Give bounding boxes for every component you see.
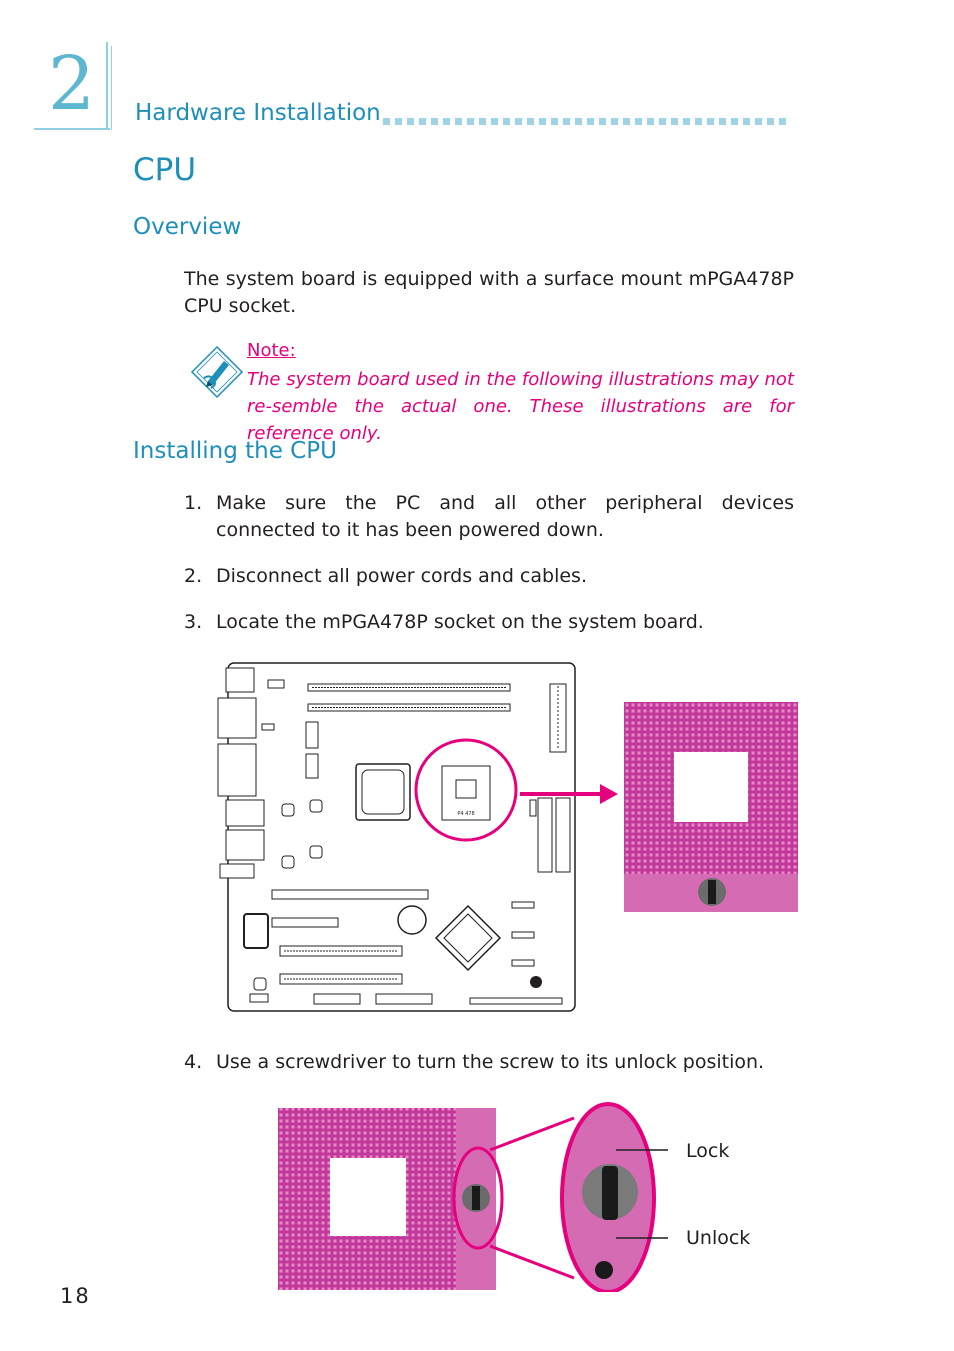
note-pencil-icon bbox=[190, 345, 244, 399]
rule-dot bbox=[683, 118, 690, 125]
rule-dot bbox=[755, 118, 762, 125]
motherboard-diagram: P4 478 bbox=[217, 662, 576, 1012]
lock-label: Lock bbox=[686, 1140, 730, 1162]
heading-overview: Overview bbox=[133, 214, 242, 240]
step-text: Disconnect all power cords and cables. bbox=[216, 565, 587, 587]
rule-dot bbox=[671, 118, 678, 125]
step-number: 4. bbox=[184, 1051, 203, 1073]
rule-dot bbox=[731, 118, 738, 125]
rule-dot bbox=[395, 118, 402, 125]
rule-dot bbox=[491, 118, 498, 125]
rule-dot bbox=[527, 118, 534, 125]
chapter-rule-horizontal bbox=[34, 128, 110, 130]
pointer-arrow bbox=[520, 784, 618, 804]
rule-dot bbox=[647, 118, 654, 125]
page-number: 18 bbox=[60, 1284, 91, 1308]
list-item: 1. Make sure the PC and all other periph… bbox=[184, 490, 794, 546]
rule-dot bbox=[503, 118, 510, 125]
step-text: Use a screwdriver to turn the screw to i… bbox=[216, 1051, 765, 1073]
section-title: Hardware Installation bbox=[135, 100, 381, 126]
rule-dot bbox=[407, 118, 414, 125]
rule-dot bbox=[635, 118, 642, 125]
step-number: 3. bbox=[184, 611, 203, 633]
step-text: Locate the mPGA478P socket on the system… bbox=[216, 611, 704, 633]
rule-dot bbox=[431, 118, 438, 125]
note-text: The system board used in the following i… bbox=[247, 369, 794, 444]
rule-dot bbox=[743, 118, 750, 125]
rule-dot bbox=[467, 118, 474, 125]
rule-dot bbox=[719, 118, 726, 125]
rule-dot bbox=[575, 118, 582, 125]
list-item: 3. Locate the mPGA478P socket on the sys… bbox=[184, 609, 794, 637]
chapter-rule-vertical bbox=[106, 42, 108, 130]
rule-dot bbox=[551, 118, 558, 125]
rule-dot bbox=[443, 118, 450, 125]
rule-dot bbox=[695, 118, 702, 125]
rule-dot bbox=[515, 118, 522, 125]
overview-paragraph: The system board is equipped with a surf… bbox=[184, 268, 794, 317]
unlock-label: Unlock bbox=[686, 1227, 751, 1249]
rule-dot bbox=[539, 118, 546, 125]
screw-lock-figure bbox=[278, 1102, 668, 1292]
heading-installing-cpu: Installing the CPU bbox=[133, 438, 337, 464]
rule-dot bbox=[419, 118, 426, 125]
header-dotted-rule bbox=[383, 118, 795, 126]
rule-dot bbox=[479, 118, 486, 125]
rule-dot bbox=[611, 118, 618, 125]
socket-marking: P4 478 bbox=[457, 811, 474, 817]
chapter-number: 2 bbox=[48, 41, 96, 127]
list-item: 4. Use a screwdriver to turn the screw t… bbox=[184, 1049, 794, 1077]
step-number: 2. bbox=[184, 565, 203, 587]
rule-dot bbox=[455, 118, 462, 125]
rule-dot bbox=[587, 118, 594, 125]
rule-dot bbox=[563, 118, 570, 125]
rule-dot bbox=[599, 118, 606, 125]
note-label: Note: bbox=[247, 340, 296, 361]
cpu-socket-photo bbox=[624, 702, 798, 912]
rule-dot bbox=[623, 118, 630, 125]
rule-dot bbox=[659, 118, 666, 125]
list-item: 2. Disconnect all power cords and cables… bbox=[184, 563, 794, 591]
rule-dot bbox=[767, 118, 774, 125]
step-text: Make sure the PC and all other periphera… bbox=[216, 492, 794, 541]
rule-dot bbox=[707, 118, 714, 125]
rule-dot bbox=[383, 118, 390, 125]
step-number: 1. bbox=[184, 492, 203, 514]
chapter-rule-vertical-inner bbox=[111, 46, 112, 130]
rule-dot bbox=[779, 118, 786, 125]
page-heading-cpu: CPU bbox=[133, 152, 197, 188]
